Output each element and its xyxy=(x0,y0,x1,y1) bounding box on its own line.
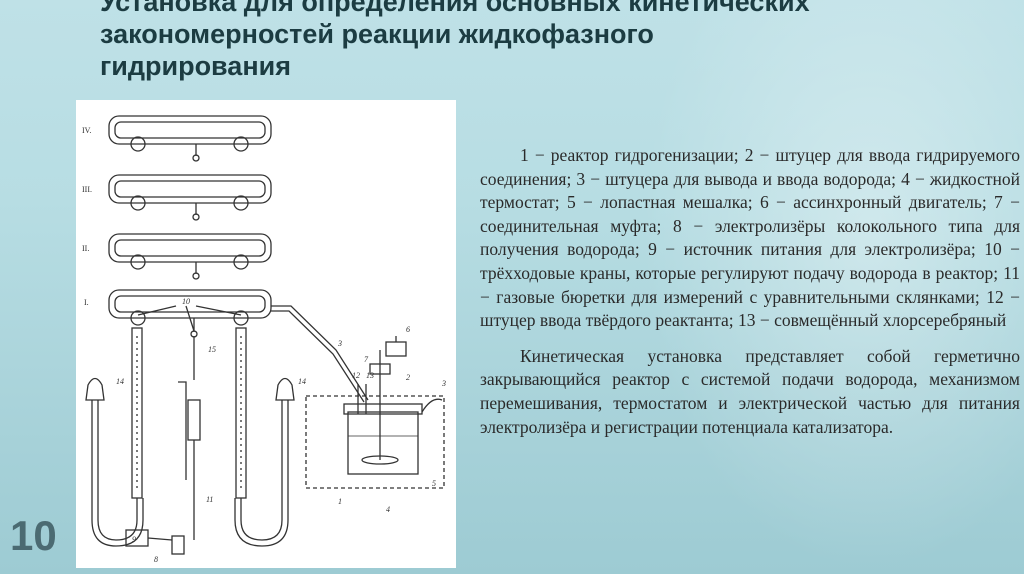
reactor xyxy=(305,336,445,489)
manifold-ii xyxy=(108,233,272,280)
label-11: 11 xyxy=(206,495,213,504)
description-paragraph: Кинетическая установка представляет собо… xyxy=(480,345,1020,437)
text-content: 1 − реактор гидрогенизации; 2 − штуцер д… xyxy=(480,144,1020,451)
title-line-2: закономерностей реакции жидкофазного xyxy=(100,19,654,49)
label-7: 7 xyxy=(364,355,369,364)
manifold-iv xyxy=(108,115,272,162)
electrolyzer xyxy=(125,336,201,555)
burette-left xyxy=(85,327,144,547)
label-4: 4 xyxy=(386,505,390,514)
title-line-1: Установка для определения основных кинет… xyxy=(100,0,810,17)
manifold-i xyxy=(108,289,272,338)
label-iv: IV. xyxy=(82,126,91,135)
slide-title: Установка для определения основных кинет… xyxy=(100,0,960,82)
label-3-right: 3 xyxy=(441,379,446,388)
manifold-iii xyxy=(108,174,272,221)
label-2: 2 xyxy=(406,373,410,382)
label-6: 6 xyxy=(406,325,410,334)
label-i: I. xyxy=(84,298,89,307)
apparatus-diagram: IV. III. II. I. 10 15 14 14 11 9 8 3 3 6… xyxy=(76,100,456,568)
label-3-left: 3 xyxy=(337,339,342,348)
slide-number: 10 xyxy=(10,512,57,559)
label-iii: III. xyxy=(82,185,92,194)
background-glow xyxy=(640,0,1024,574)
label-5: 5 xyxy=(432,479,436,488)
hydrogen-line xyxy=(271,305,369,401)
label-14-right: 14 xyxy=(298,377,306,386)
label-9: 9 xyxy=(132,535,136,544)
label-8: 8 xyxy=(154,555,158,564)
label-13: 13 xyxy=(366,371,374,380)
label-12: 12 xyxy=(352,371,360,380)
label-ii: II. xyxy=(82,244,89,253)
legend-paragraph: 1 − реактор гидрогенизации; 2 − штуцер д… xyxy=(480,145,1020,331)
label-15: 15 xyxy=(208,345,216,354)
apparatus-svg: IV. III. II. I. 10 15 14 14 11 9 8 3 3 6… xyxy=(82,115,446,564)
label-1: 1 xyxy=(338,497,342,506)
label-10: 10 xyxy=(182,297,190,306)
label-14-left: 14 xyxy=(116,377,124,386)
title-line-3: гидрирования xyxy=(100,51,291,81)
burette-right xyxy=(234,327,295,547)
